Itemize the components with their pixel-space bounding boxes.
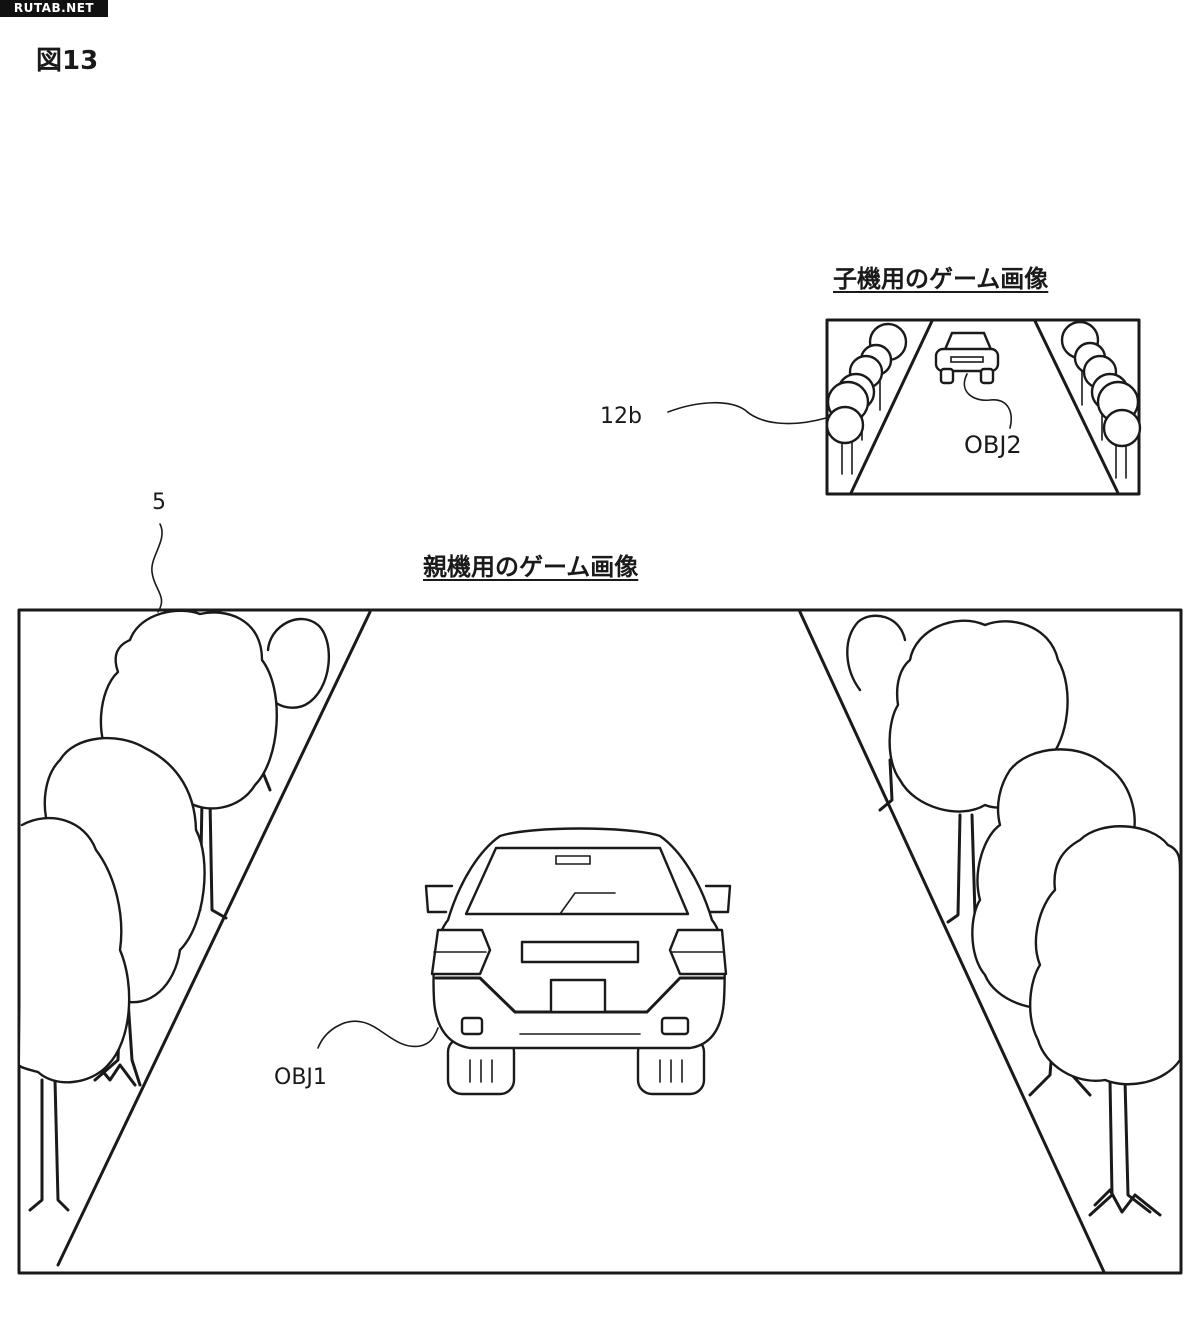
- label-obj1: OBJ1: [274, 1065, 327, 1090]
- tree-right-front: [1029, 825, 1182, 1217]
- tree-left-front: [18, 817, 131, 1212]
- leader-12b: [667, 401, 827, 425]
- label-5: 5: [152, 490, 166, 515]
- parent-game-image: [17, 608, 1183, 1275]
- small-car-obj2: [934, 331, 1000, 385]
- parent-image-caption: 親機用のゲーム画像: [423, 553, 639, 581]
- small-tree-right-front: [1096, 380, 1142, 479]
- label-obj2: OBJ2: [964, 431, 1022, 459]
- small-tree-left-front: [825, 380, 870, 475]
- small-tree-left-back: [859, 322, 908, 411]
- figure-label: 図13: [36, 46, 99, 76]
- watermark-logo: RUTAB.NET: [0, 0, 108, 17]
- child-image-caption: 子機用のゲーム画像: [833, 265, 1049, 293]
- leader-obj1: [317, 1020, 439, 1049]
- label-12b: 12b: [600, 404, 642, 429]
- tree-right-back: [846, 614, 907, 812]
- leader-5: [151, 523, 163, 613]
- road-edge-left: [56, 610, 372, 1267]
- child-game-image: [825, 318, 1142, 496]
- road-edge-right: [798, 610, 1106, 1274]
- car-obj1: [424, 827, 732, 1096]
